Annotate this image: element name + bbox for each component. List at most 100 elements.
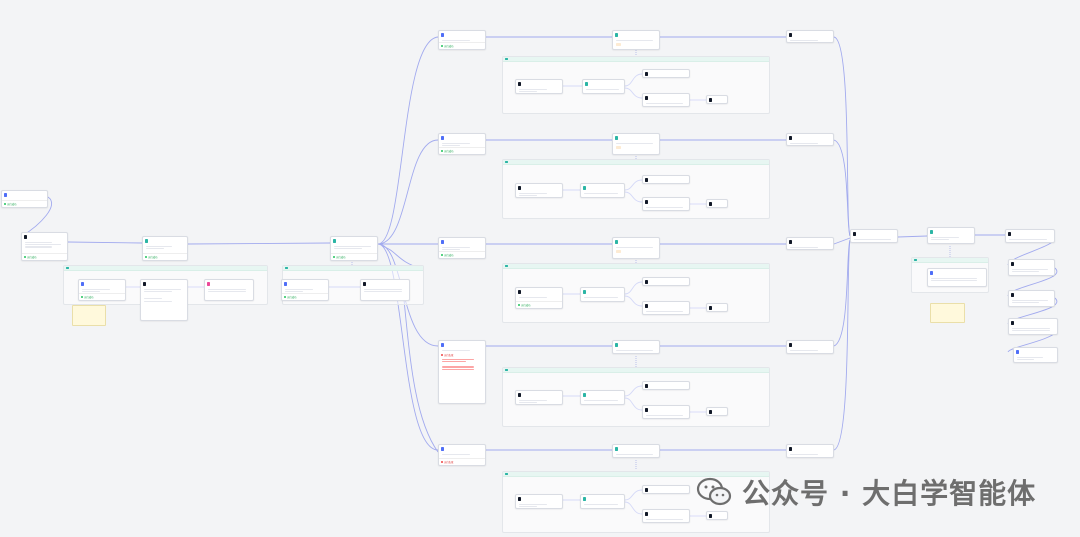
- code-icon: [518, 393, 522, 397]
- code-icon: [441, 447, 445, 451]
- branch5-inner-4[interactable]: [642, 509, 690, 523]
- branch5-inner-2[interactable]: [580, 494, 625, 509]
- code-icon: [24, 235, 28, 239]
- code-icon: [518, 290, 522, 294]
- status-badge: 运行成功: [143, 253, 187, 260]
- code-icon: [789, 447, 793, 451]
- branch4-start-node[interactable]: 运行失败: [438, 340, 486, 404]
- branch5-start-node[interactable]: 运行失败: [438, 444, 486, 466]
- branch1-inner-5[interactable]: [706, 95, 728, 104]
- llm-icon: [615, 343, 619, 347]
- status-badge: 运行成功: [439, 147, 485, 154]
- loop-inner-node-2[interactable]: [140, 279, 188, 321]
- branch3-start-node[interactable]: 运行成功: [438, 237, 486, 259]
- right-loop-inner[interactable]: [927, 268, 987, 287]
- branch3-inner-2[interactable]: [580, 287, 625, 302]
- branch3-inner-3[interactable]: [642, 277, 690, 286]
- branch2-loop-group: [502, 159, 770, 219]
- status-badge: 运行成功: [331, 253, 377, 260]
- branch5-inner-5[interactable]: [706, 511, 728, 520]
- error-badge: 运行失败: [439, 458, 485, 465]
- watermark: 公众号 · 大白学智能体: [696, 472, 1036, 512]
- branch2-inner-4[interactable]: [642, 197, 690, 211]
- code-icon: [441, 343, 445, 347]
- branch3-inner-4[interactable]: [642, 301, 690, 315]
- branch2-inner-2[interactable]: [580, 183, 625, 198]
- code-icon: [1008, 232, 1012, 236]
- branch1-inner-2[interactable]: [582, 79, 625, 94]
- status-badge: 运行成功: [79, 293, 125, 300]
- branch1-loop-group: [502, 56, 770, 114]
- output-node-4[interactable]: [1008, 318, 1058, 335]
- loop-center-node-1[interactable]: 运行成功: [281, 279, 329, 301]
- branch2-inner-1[interactable]: [515, 183, 563, 198]
- branch1-start-node[interactable]: 运行成功: [438, 30, 486, 50]
- llm-node-left[interactable]: 运行成功: [142, 236, 188, 261]
- loop-icon: [505, 160, 508, 164]
- branch3-inner-5[interactable]: [706, 303, 728, 312]
- branch3-end-node[interactable]: [786, 237, 834, 250]
- status-badge: 运行成功: [439, 42, 485, 49]
- warning-badge: [616, 43, 622, 47]
- branch5-inner-1[interactable]: [515, 494, 563, 509]
- output-node-2[interactable]: [1008, 259, 1055, 276]
- note-left: [72, 305, 106, 326]
- start-node[interactable]: 运行成功: [1, 190, 48, 208]
- wechat-icon: [696, 477, 732, 506]
- code-icon: [645, 384, 649, 388]
- error-message: [442, 359, 482, 370]
- branch5-llm-node[interactable]: [612, 444, 660, 458]
- status-badge: 运行成功: [282, 293, 328, 300]
- code-icon: [930, 271, 934, 275]
- llm-node-center[interactable]: 运行成功: [330, 236, 378, 261]
- branch3-llm-node[interactable]: [612, 237, 660, 259]
- merge-node[interactable]: [850, 229, 898, 243]
- loop-icon: [285, 266, 288, 270]
- llm-icon: [583, 393, 587, 397]
- branch5-end-node[interactable]: [786, 444, 834, 458]
- code-icon: [441, 136, 445, 140]
- code-icon: [441, 240, 445, 244]
- loop-center-node-2[interactable]: [360, 279, 410, 301]
- branch4-inner-4[interactable]: [642, 405, 690, 419]
- loop-icon: [505, 368, 508, 372]
- branch2-inner-5[interactable]: [706, 199, 728, 208]
- branch1-inner-3[interactable]: [642, 69, 690, 78]
- branch1-inner-1[interactable]: [515, 79, 563, 94]
- branch1-llm-node[interactable]: [612, 30, 660, 50]
- branch2-llm-node[interactable]: [612, 133, 660, 155]
- branch4-inner-5[interactable]: [706, 407, 728, 416]
- branch2-end-node[interactable]: [786, 133, 834, 146]
- branch3-inner-1[interactable]: 运行成功: [515, 287, 563, 309]
- branch4-end-node[interactable]: [786, 340, 834, 354]
- branch4-inner-1[interactable]: [515, 390, 563, 405]
- output-node-1[interactable]: [1005, 229, 1055, 243]
- branch2-start-node[interactable]: 运行成功: [438, 133, 486, 155]
- branch4-inner-3[interactable]: [642, 381, 690, 390]
- code-icon: [645, 72, 649, 76]
- error-badge: 运行失败: [439, 352, 485, 358]
- end-node[interactable]: [1013, 347, 1058, 363]
- llm-icon: [615, 136, 619, 140]
- llm-icon: [615, 447, 619, 451]
- branch4-inner-2[interactable]: [580, 390, 625, 405]
- code-icon: [789, 33, 793, 37]
- branch2-inner-3[interactable]: [642, 175, 690, 184]
- code-icon: [709, 98, 713, 102]
- loop-icon: [505, 57, 508, 61]
- branch1-end-node[interactable]: [786, 30, 834, 43]
- loop-inner-node-1[interactable]: 运行成功: [78, 279, 126, 301]
- input-parse-node[interactable]: 运行成功: [21, 232, 68, 261]
- loop-inner-node-3[interactable]: [204, 279, 254, 301]
- code-icon: [518, 186, 522, 190]
- summary-llm-node[interactable]: [927, 227, 975, 244]
- output-node-3[interactable]: [1008, 290, 1055, 307]
- code-icon: [363, 282, 367, 286]
- note-right: [930, 303, 965, 323]
- branch4-llm-node[interactable]: [612, 340, 660, 354]
- branch5-inner-3[interactable]: [642, 485, 690, 494]
- warning-badge: [616, 146, 622, 150]
- llm-icon: [333, 239, 337, 243]
- branch1-inner-4[interactable]: [642, 93, 690, 107]
